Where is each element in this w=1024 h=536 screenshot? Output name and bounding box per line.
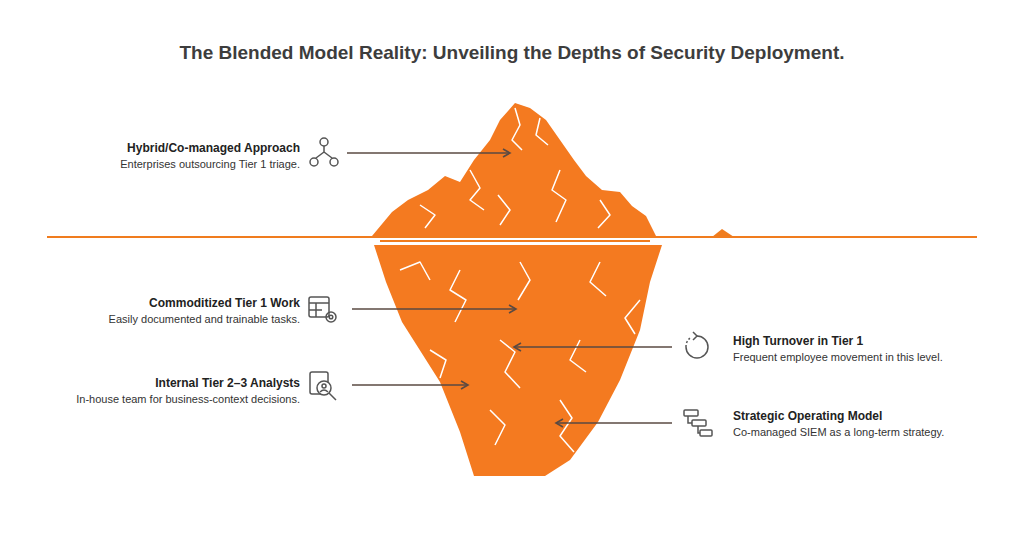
callout-heading: Strategic Operating Model xyxy=(733,409,882,423)
callout-description: Frequent employee movement in this level… xyxy=(733,351,943,363)
callout-heading: Commoditized Tier 1 Work xyxy=(149,296,300,310)
callout-description: Co-managed SIEM as a long-term strategy. xyxy=(733,426,944,438)
callout-description: Enterprises outsourcing Tier 1 triage. xyxy=(120,158,300,170)
callout-heading: High Turnover in Tier 1 xyxy=(733,334,863,348)
callout-heading: Internal Tier 2–3 Analysts xyxy=(155,376,300,390)
callout-heading: Hybrid/Co-managed Approach xyxy=(127,141,300,155)
diagram-title: The Blended Model Reality: Unveiling the… xyxy=(0,42,1024,64)
callout-description: In-house team for business-context decis… xyxy=(76,393,300,405)
callout-description: Easily documented and trainable tasks. xyxy=(109,313,300,325)
